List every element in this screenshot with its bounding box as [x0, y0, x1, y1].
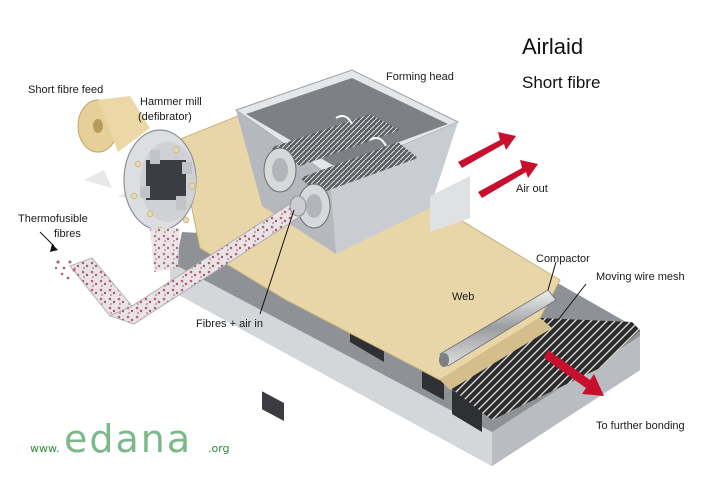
label-moving-wire-mesh: Moving wire mesh [596, 271, 685, 283]
label-fibres-air-in: Fibres + air in [196, 318, 263, 330]
logo-prefix: www. [30, 442, 59, 455]
logo-suffix: .org [208, 442, 230, 455]
label-further-bonding: To further bonding [596, 420, 685, 432]
label-thermofusible: Thermofusible [18, 213, 88, 225]
diagram-subtitle: Short fibre [522, 73, 600, 92]
diagram-title: Airlaid [522, 34, 583, 59]
label-short-fibre-feed: Short fibre feed [28, 84, 103, 96]
label-thermofusible-fibres: fibres [54, 228, 81, 240]
label-forming-head: Forming head [386, 71, 454, 83]
logo-name: edana [64, 417, 192, 461]
label-air-out: Air out [516, 183, 548, 195]
label-compactor: Compactor [536, 253, 590, 265]
label-defibrator: (defibrator) [138, 111, 192, 123]
label-hammer-mill: Hammer mill [140, 96, 202, 108]
edana-logo: www. edana .org [30, 417, 230, 461]
thermofusible-fibres [55, 260, 76, 279]
label-web: Web [452, 291, 474, 303]
